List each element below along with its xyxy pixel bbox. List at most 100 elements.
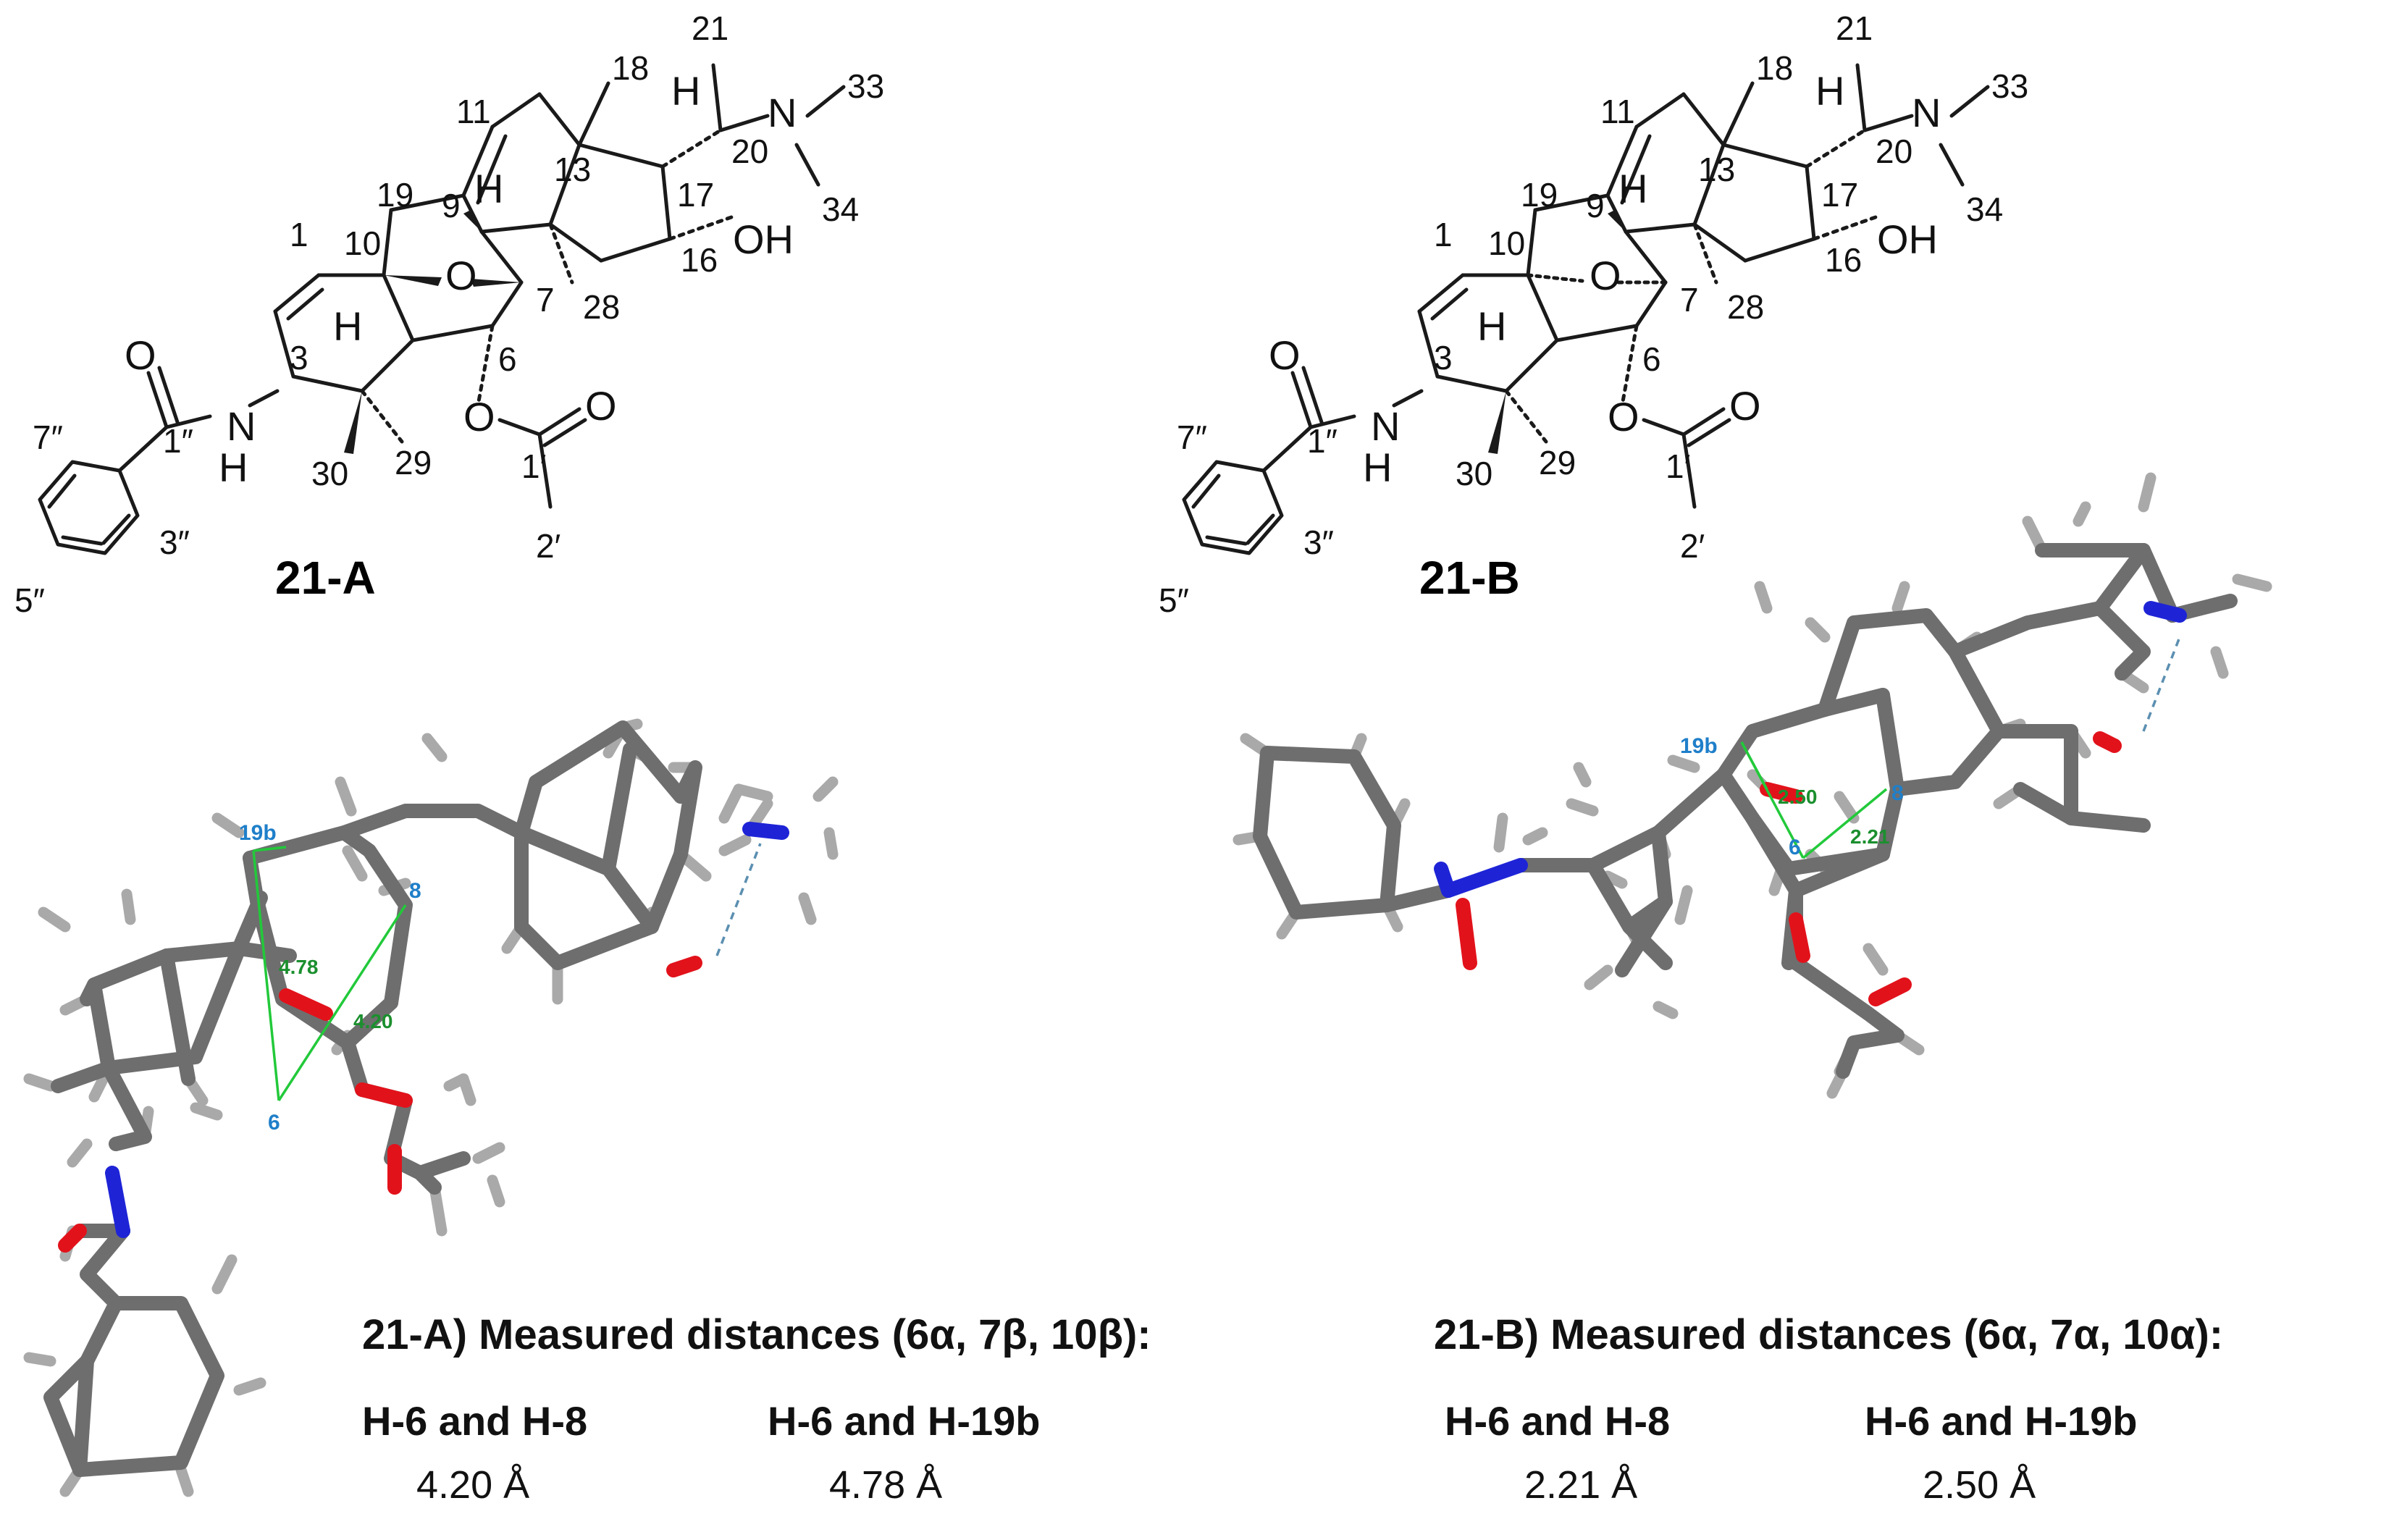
carbon-number: 1″ xyxy=(1307,422,1338,460)
proton-label-8: 8 xyxy=(409,879,421,903)
model-nitrogen xyxy=(105,822,789,1238)
measurement-heading-21-B: 21-B) Measured distances (6α, 7α, 10α): xyxy=(1434,1311,2224,1358)
carbon-number: 33 xyxy=(847,67,884,105)
carbon-number: 21 xyxy=(692,9,728,47)
carbon-number: 13 xyxy=(554,151,591,188)
carbon-number: 7″ xyxy=(33,418,63,456)
measurement-heading-21-A: 21-A) Measured distances (6α, 7β, 10β): xyxy=(362,1311,1151,1358)
structure-21-A: O N H O O O N OH H H H 1 3 6 7 9 10 11 1… xyxy=(14,9,884,619)
atom-label-o: O xyxy=(125,332,156,378)
carbon-number: 18 xyxy=(612,49,649,87)
carbon-number: 1 xyxy=(290,216,308,253)
atom-label-oh: OH xyxy=(733,216,794,262)
carbon-number: 6 xyxy=(1642,340,1661,378)
pair-label-h6-h8-21-B: H-6 and H-8 xyxy=(1445,1398,1671,1444)
distance-label-1: 4.78 xyxy=(279,956,319,978)
carbon-number: 19 xyxy=(377,176,413,214)
carbon-number: 29 xyxy=(1539,444,1576,481)
proton-label-6: 6 xyxy=(1789,836,1801,859)
carbon-number: 1′ xyxy=(1666,447,1690,485)
atom-label-h: H xyxy=(474,166,503,211)
model-21-A: 4.78 4.20 19b 8 6 xyxy=(23,718,839,1497)
pair-label-h6-h19b-21-B: H-6 and H-19b xyxy=(1865,1398,2138,1444)
proton-label-8: 8 xyxy=(1891,781,1904,805)
carbon-number: 19 xyxy=(1521,176,1558,214)
atom-label-o: O xyxy=(1269,332,1301,378)
pair-value-h6-h19b-21-B: 2.50 Å xyxy=(1923,1463,2036,1507)
carbon-number: 16 xyxy=(681,241,718,279)
carbon-number: 5″ xyxy=(1159,581,1189,619)
atom-label-o: O xyxy=(445,253,477,298)
carbon-number: 10 xyxy=(344,224,381,262)
carbon-number: 28 xyxy=(1727,288,1764,326)
pair-value-h6-h8-21-A: 4.20 Å xyxy=(416,1463,530,1507)
carbon-number: 10 xyxy=(1488,224,1525,262)
model-carbon-skeleton xyxy=(1253,543,2238,1079)
distance-h6-h19b xyxy=(252,850,280,1101)
proton-label-19b: 19b xyxy=(1680,734,1718,758)
carbon-number: 30 xyxy=(1456,455,1492,492)
carbon-number: 30 xyxy=(311,455,348,492)
atom-label-o: O xyxy=(585,383,617,429)
carbon-number: 16 xyxy=(1825,241,1862,279)
carbon-number: 21 xyxy=(1836,9,1873,47)
carbon-number: 7 xyxy=(536,281,555,319)
carbon-number: 9 xyxy=(442,187,461,224)
atom-label-h: H xyxy=(1477,303,1506,349)
carbon-number: 2′ xyxy=(536,527,560,565)
carbon-number: 3″ xyxy=(1303,523,1334,561)
atom-label-h: H xyxy=(1618,166,1647,211)
distance-h6-h8 xyxy=(1802,788,1888,859)
model-oxygen xyxy=(1456,731,2122,1006)
carbon-number: 3 xyxy=(1434,339,1453,376)
atom-label-o: O xyxy=(1608,394,1639,439)
carbon-number: 17 xyxy=(677,176,714,214)
carbon-number: 1 xyxy=(1434,216,1453,253)
model-carbon-skeleton xyxy=(43,720,702,1477)
carbon-number: 1′ xyxy=(521,447,546,485)
carbon-number: 9 xyxy=(1586,187,1605,224)
carbon-number: 13 xyxy=(1698,151,1735,188)
atom-label-h: H xyxy=(1363,445,1392,490)
carbon-number: 34 xyxy=(1966,190,2003,228)
carbon-number: 18 xyxy=(1756,49,1793,87)
atom-label-h: H xyxy=(1815,68,1844,114)
carbon-number: 20 xyxy=(1876,132,1912,170)
carbon-number: 29 xyxy=(395,444,432,481)
atom-label-h: H xyxy=(333,303,362,349)
carbon-number: 20 xyxy=(731,132,768,170)
model-nitrogen xyxy=(1434,601,2187,898)
compound-label-21-B: 21-B xyxy=(1419,552,1520,604)
carbon-number: 1″ xyxy=(163,422,193,460)
atom-label-n: N xyxy=(1912,90,1941,135)
compound-label-21-A: 21-A xyxy=(275,552,376,604)
pair-label-h6-h19b-21-A: H-6 and H-19b xyxy=(768,1398,1041,1444)
distance-label-1: 2.50 xyxy=(1778,786,1818,808)
atom-label-h: H xyxy=(671,68,700,114)
proton-label-6: 6 xyxy=(268,1111,280,1135)
carbon-number: 11 xyxy=(1600,93,1635,130)
proton-label-19b: 19b xyxy=(239,821,277,845)
carbon-number: 28 xyxy=(583,288,620,326)
oxygen-bridge-wedge xyxy=(471,279,521,287)
carbon-number: 34 xyxy=(822,190,859,228)
oxygen-bridge-wedge xyxy=(384,275,442,286)
model-hydrogens xyxy=(23,718,839,1497)
carbon-number: 2′ xyxy=(1680,527,1705,565)
atom-label-h: H xyxy=(219,445,248,490)
pair-value-h6-h19b-21-A: 4.78 Å xyxy=(829,1463,943,1507)
hydrogen-bond xyxy=(2142,636,2181,732)
carbon-number: 17 xyxy=(1821,176,1858,214)
distance-label-2: 4.20 xyxy=(353,1010,393,1032)
model-21-B: 2.50 2.21 19b 8 6 xyxy=(1233,472,2272,1099)
atom-label-n: N xyxy=(1371,403,1400,449)
distance-h6-h8 xyxy=(277,904,407,1101)
carbon-number: 11 xyxy=(456,93,491,130)
structure-21-B: O N H O O O N OH H H H 1 3 6 7 9 10 11 1… xyxy=(1159,9,2028,619)
carbon-number: 6 xyxy=(498,340,517,378)
pair-label-h6-h8-21-A: H-6 and H-8 xyxy=(362,1398,588,1444)
atom-label-n: N xyxy=(768,90,797,135)
carbon-number: 7″ xyxy=(1177,418,1207,456)
hydrogen-bond xyxy=(715,843,762,956)
